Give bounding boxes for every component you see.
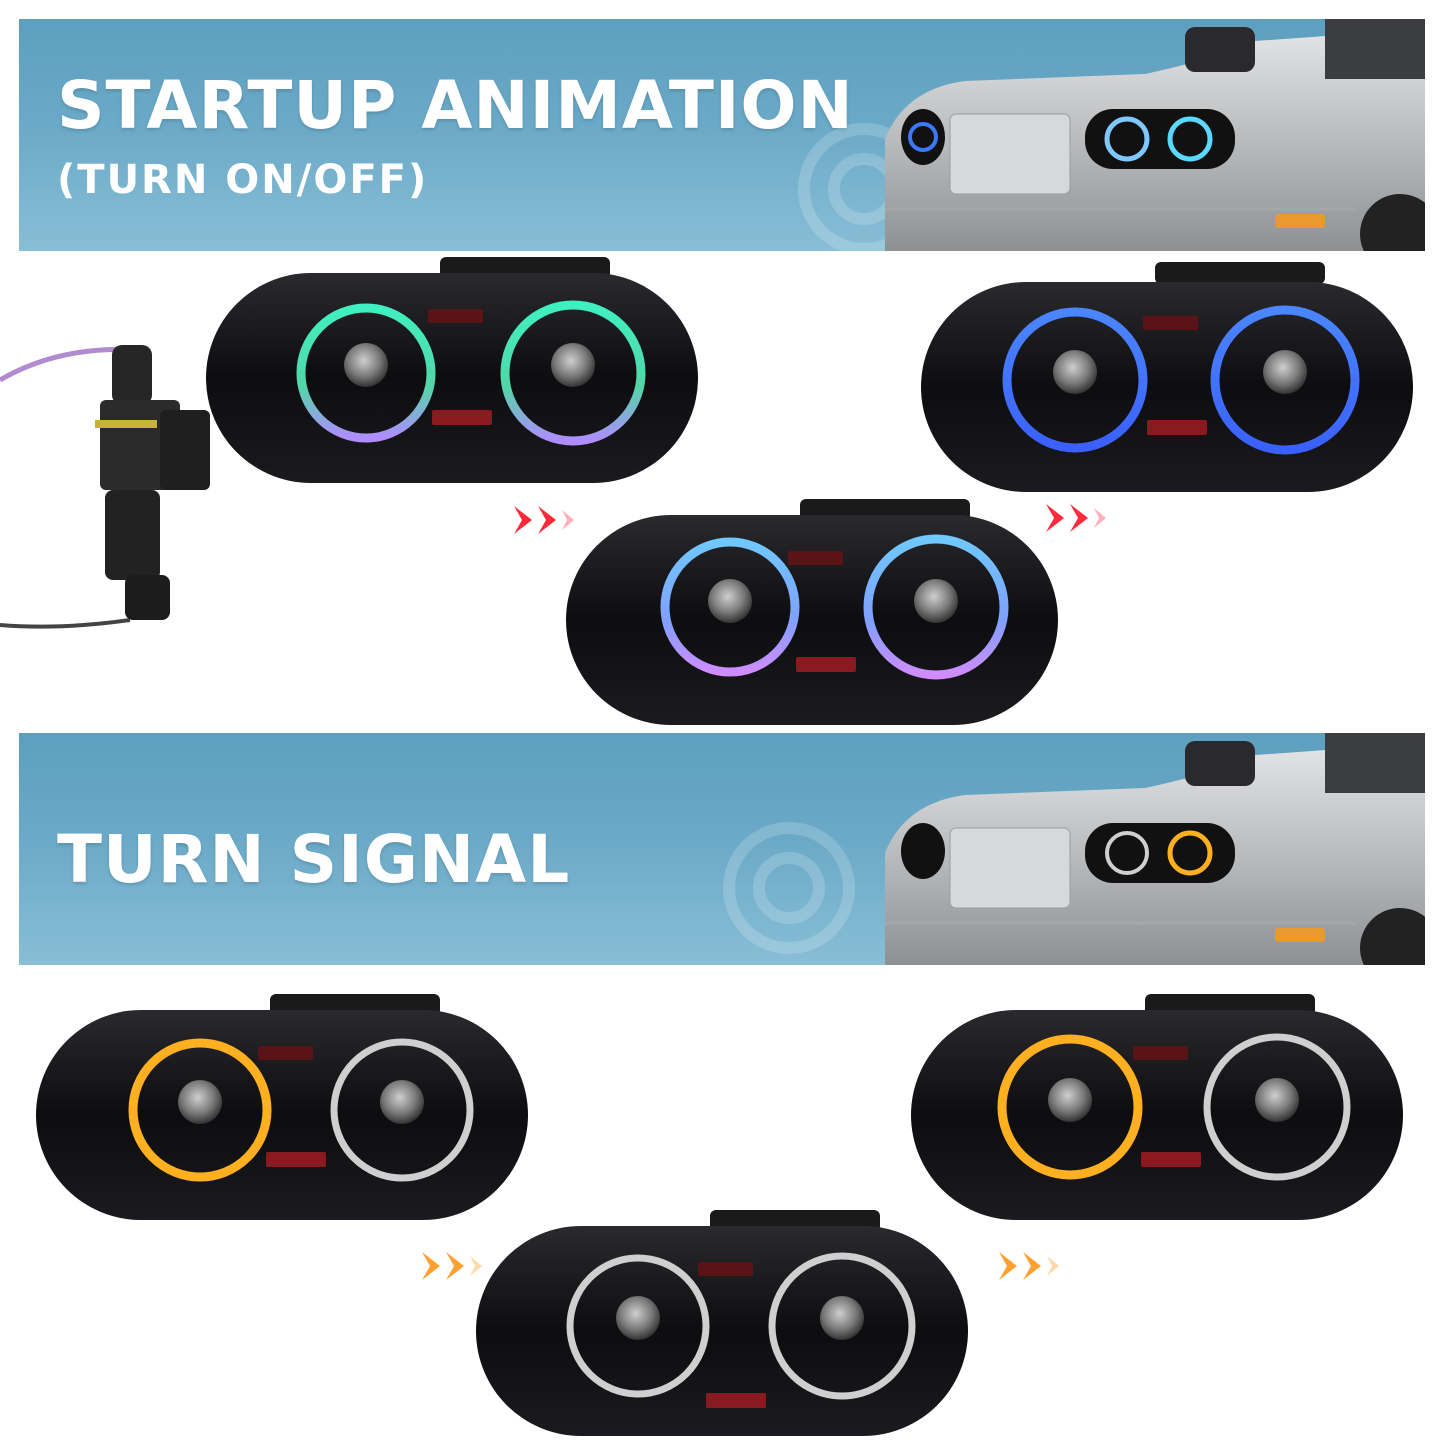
startup-title: STARTUP ANIMATION <box>57 67 854 144</box>
lamp-turn-3 <box>476 1210 968 1436</box>
turn-signal-banner: TURN SIGNAL <box>19 733 1425 965</box>
connector-icon <box>0 345 210 629</box>
lamp-startup-1 <box>206 257 698 483</box>
car-rear-photo <box>885 733 1425 965</box>
lamp-turn-2 <box>911 994 1403 1220</box>
chevron-double-right-icon <box>999 1252 1059 1280</box>
chevron-double-right-icon <box>422 1252 482 1280</box>
startup-banner: STARTUP ANIMATION (TURN ON/OFF) <box>19 19 1425 251</box>
chevron-double-right-icon <box>1046 504 1106 532</box>
turn-signal-title: TURN SIGNAL <box>57 821 571 898</box>
startup-subtitle: (TURN ON/OFF) <box>57 157 429 203</box>
chevron-double-right-icon <box>514 506 574 534</box>
lamp-startup-2 <box>921 262 1413 492</box>
car-rear-photo <box>885 19 1425 251</box>
lamp-startup-3 <box>566 499 1058 725</box>
watermark-logo <box>723 822 855 954</box>
lamp-turn-1 <box>36 994 528 1220</box>
